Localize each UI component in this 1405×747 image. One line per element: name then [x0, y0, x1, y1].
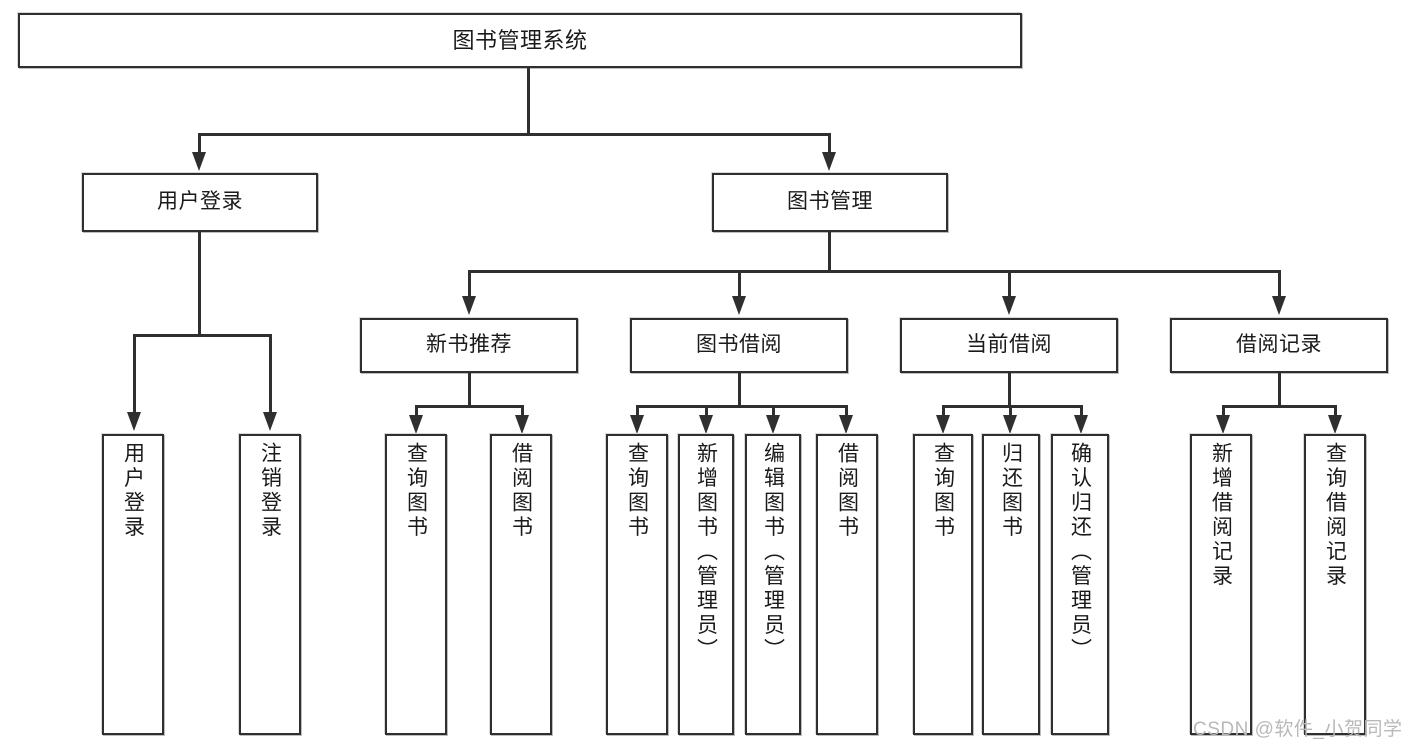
node-label: 新增借阅记录 — [1209, 442, 1233, 589]
node-label: 查询图书 — [625, 442, 649, 540]
arrowhead-leaf-query-book-3 — [936, 415, 950, 434]
arrowhead-leaf-add-book — [699, 415, 713, 434]
connector-book-borrow-to-leaf-3 — [772, 405, 775, 417]
node-borrowing-record[interactable]: 借阅记录 — [1170, 318, 1388, 373]
node-label: 当前借阅 — [966, 333, 1052, 357]
connector-new-book-rec-bar — [415, 405, 523, 408]
node-new-book-recommendation[interactable]: 新书推荐 — [360, 318, 578, 373]
connector-to-borrow-record — [1278, 270, 1281, 298]
node-label: 图书管理 — [787, 190, 873, 214]
arrowhead-leaf-edit-book — [766, 415, 780, 434]
node-leaf-return-book[interactable]: 归还图书 — [982, 434, 1040, 735]
connector-root-to-book-manage — [828, 133, 831, 154]
connector-user-login-to-leaf-2 — [269, 334, 272, 414]
connector-root-stem — [527, 68, 530, 134]
connector-borrow-record-stem — [1278, 373, 1281, 407]
node-leaf-edit-book-admin[interactable]: 编辑图书（管理员） — [745, 434, 801, 735]
node-leaf-query-book-borrow[interactable]: 查询图书 — [606, 434, 668, 735]
node-label: 确认归还（管理员） — [1068, 442, 1092, 663]
node-leaf-confirm-return-admin[interactable]: 确认归还（管理员） — [1051, 434, 1109, 735]
node-label: 借阅图书 — [509, 442, 533, 540]
arrowhead-leaf-add-record — [1216, 415, 1230, 434]
arrowhead-new-book-rec — [462, 296, 476, 315]
connector-root-to-user-login — [198, 133, 201, 154]
node-root-book-management-system[interactable]: 图书管理系统 — [18, 13, 1022, 68]
node-leaf-query-book-current[interactable]: 查询图书 — [913, 434, 973, 735]
connector-new-book-rec-to-leaf-2 — [521, 405, 524, 417]
node-leaf-user-login[interactable]: 用户登录 — [102, 434, 164, 735]
node-label: 查询借阅记录 — [1323, 442, 1347, 589]
node-label: 借阅图书 — [835, 442, 859, 540]
arrowhead-book-borrow — [732, 296, 746, 315]
connector-book-manage-stem — [828, 232, 831, 272]
connector-current-borrow-to-leaf-2 — [1009, 405, 1012, 417]
node-label: 归还图书 — [999, 442, 1023, 540]
node-current-borrowing[interactable]: 当前借阅 — [900, 318, 1118, 373]
watermark-csdn: CSDN @软件_小贺同学 — [1193, 719, 1403, 740]
node-user-login[interactable]: 用户登录 — [82, 173, 318, 232]
arrowhead-leaf-return-book — [1003, 415, 1017, 434]
node-leaf-query-book-new-rec[interactable]: 查询图书 — [385, 434, 447, 735]
arrowhead-to-book-manage — [822, 152, 836, 171]
connector-user-login-to-leaf-1 — [133, 334, 136, 414]
arrowhead-leaf-confirm-return — [1074, 415, 1088, 434]
connector-book-borrow-bar — [636, 405, 848, 408]
connector-root-bar — [198, 133, 830, 136]
node-label: 编辑图书（管理员） — [761, 442, 785, 663]
connector-book-borrow-stem — [738, 373, 741, 407]
connector-to-book-borrow — [738, 270, 741, 298]
node-book-management[interactable]: 图书管理 — [712, 173, 948, 232]
connector-user-login-bar — [133, 334, 272, 337]
arrowhead-to-user-login — [192, 152, 206, 171]
node-label: 查询图书 — [404, 442, 428, 540]
arrowhead-borrow-record — [1272, 296, 1286, 315]
node-label: 用户登录 — [157, 190, 243, 214]
connector-book-manage-bar — [468, 270, 1280, 273]
connector-book-borrow-to-leaf-2 — [705, 405, 708, 417]
node-label: 查询图书 — [931, 442, 955, 540]
node-label: 新增图书（管理员） — [694, 442, 718, 663]
node-leaf-add-borrow-record[interactable]: 新增借阅记录 — [1190, 434, 1252, 735]
connector-borrow-record-to-leaf-1 — [1222, 405, 1225, 417]
arrowhead-leaf-query-record — [1328, 415, 1342, 434]
node-leaf-borrow-book-new-rec[interactable]: 借阅图书 — [490, 434, 552, 735]
node-leaf-query-borrow-record[interactable]: 查询借阅记录 — [1304, 434, 1366, 735]
node-leaf-add-book-admin[interactable]: 新增图书（管理员） — [678, 434, 734, 735]
arrowhead-leaf-query-book-1 — [409, 415, 423, 434]
arrowhead-leaf-user-logout — [263, 412, 277, 431]
arrowhead-leaf-borrow-book-2 — [839, 415, 853, 434]
connector-new-book-rec-stem — [468, 373, 471, 407]
connector-to-current-borrow — [1008, 270, 1011, 298]
connector-borrow-record-to-leaf-2 — [1334, 405, 1337, 417]
connector-user-login-stem — [198, 232, 201, 336]
arrowhead-current-borrow — [1002, 296, 1016, 315]
connector-current-borrow-bar — [942, 405, 1082, 408]
connector-book-borrow-to-leaf-1 — [636, 405, 639, 417]
arrowhead-leaf-query-book-2 — [630, 415, 644, 434]
connector-current-borrow-stem — [1008, 373, 1011, 407]
connector-borrow-record-bar — [1222, 405, 1336, 408]
node-book-borrowing[interactable]: 图书借阅 — [630, 318, 848, 373]
node-leaf-user-logout[interactable]: 注销登录 — [239, 434, 301, 735]
connector-new-book-rec-to-leaf-1 — [415, 405, 418, 417]
arrowhead-leaf-user-login — [127, 412, 141, 431]
connector-book-borrow-to-leaf-4 — [845, 405, 848, 417]
node-label: 用户登录 — [121, 442, 145, 540]
node-label: 图书借阅 — [696, 333, 782, 357]
connector-to-new-book-rec — [468, 270, 471, 298]
node-label: 新书推荐 — [426, 333, 512, 357]
arrowhead-leaf-borrow-book-1 — [515, 415, 529, 434]
connector-current-borrow-to-leaf-1 — [942, 405, 945, 417]
node-label: 借阅记录 — [1236, 333, 1322, 357]
node-label: 图书管理系统 — [452, 27, 588, 53]
node-label: 注销登录 — [258, 442, 282, 540]
node-leaf-borrow-book-borrow[interactable]: 借阅图书 — [816, 434, 878, 735]
connector-current-borrow-to-leaf-3 — [1080, 405, 1083, 417]
